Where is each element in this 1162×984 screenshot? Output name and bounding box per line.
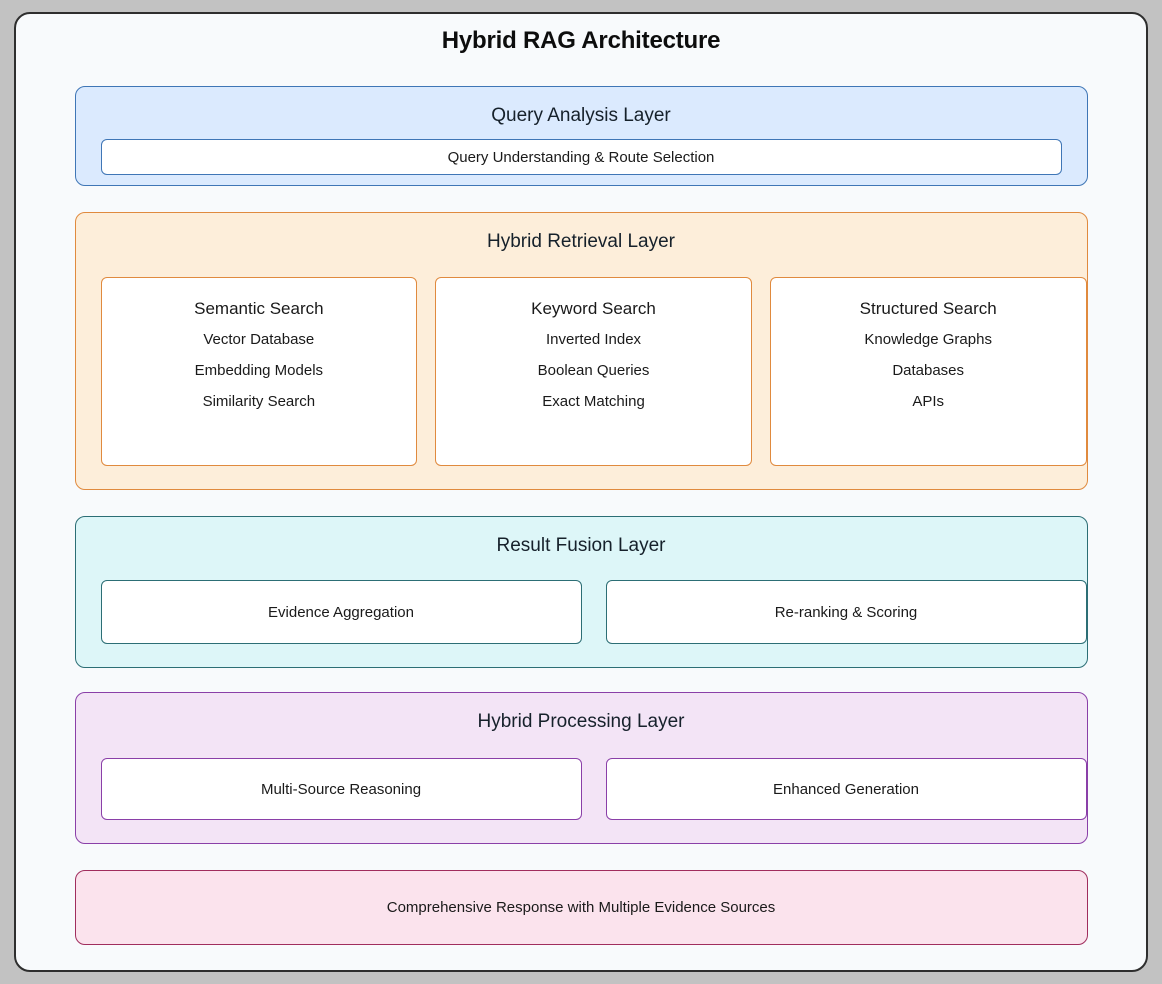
structured-search-item-apis: APIs — [912, 393, 945, 410]
node-multi-source-reasoning: Multi-Source Reasoning — [100, 758, 582, 820]
retrieval-columns-row: Semantic Search Vector Database Embeddin… — [100, 277, 1087, 466]
layer-result-fusion: Result Fusion Layer Evidence Aggregation… — [74, 516, 1088, 668]
processing-nodes-row: Multi-Source Reasoning Enhanced Generati… — [100, 758, 1087, 820]
node-enhanced-generation: Enhanced Generation — [605, 758, 1087, 820]
structured-search-heading: Structured Search — [859, 299, 997, 318]
column-semantic-search: Semantic Search Vector Database Embeddin… — [100, 277, 418, 466]
keyword-search-item-boolean-queries: Boolean Queries — [537, 362, 650, 379]
result-fusion-layer-title: Result Fusion Layer — [496, 535, 666, 556]
structured-search-item-databases: Databases — [892, 362, 965, 379]
fusion-nodes-row: Evidence Aggregation Re-ranking & Scorin… — [100, 580, 1087, 644]
semantic-search-item-vector-database: Vector Database — [203, 331, 315, 348]
layer-query-analysis: Query Analysis Layer Query Understanding… — [74, 86, 1088, 186]
column-structured-search: Structured Search Knowledge Graphs Datab… — [769, 277, 1087, 466]
page-title: Hybrid RAG Architecture — [441, 27, 721, 54]
node-query-understanding-route-selection: Query Understanding & Route Selection — [100, 139, 1062, 175]
node-reranking-scoring: Re-ranking & Scoring — [605, 580, 1087, 644]
diagram-card: Hybrid RAG Architecture Query Analysis L… — [14, 12, 1148, 972]
hybrid-retrieval-layer-title: Hybrid Retrieval Layer — [487, 231, 675, 252]
layer-hybrid-retrieval: Hybrid Retrieval Layer Semantic Search V… — [74, 212, 1088, 490]
semantic-search-item-embedding-models: Embedding Models — [194, 362, 324, 379]
hybrid-processing-layer-title: Hybrid Processing Layer — [477, 711, 685, 732]
column-keyword-search: Keyword Search Inverted Index Boolean Qu… — [435, 277, 752, 466]
keyword-search-item-exact-matching: Exact Matching — [542, 393, 645, 410]
node-comprehensive-response: Comprehensive Response with Multiple Evi… — [74, 870, 1088, 945]
structured-search-item-knowledge-graphs: Knowledge Graphs — [864, 331, 992, 348]
keyword-search-item-inverted-index: Inverted Index — [545, 331, 642, 348]
query-analysis-layer-title: Query Analysis Layer — [491, 105, 671, 126]
semantic-search-item-similarity-search: Similarity Search — [202, 393, 316, 410]
layer-hybrid-processing: Hybrid Processing Layer Multi-Source Rea… — [74, 692, 1088, 844]
node-evidence-aggregation: Evidence Aggregation — [100, 580, 582, 644]
keyword-search-heading: Keyword Search — [531, 299, 656, 318]
semantic-search-heading: Semantic Search — [194, 299, 324, 318]
